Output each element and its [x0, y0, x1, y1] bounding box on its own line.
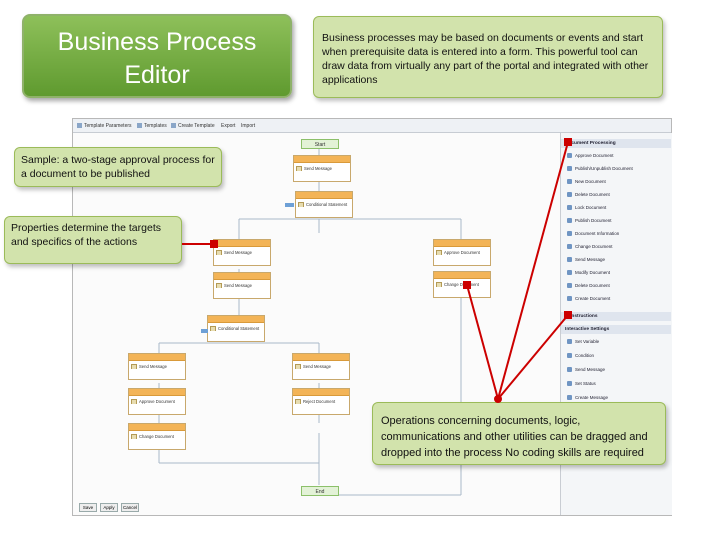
message-icon [216, 283, 222, 288]
document-icon [567, 244, 572, 250]
palette-item[interactable]: Approve Document [567, 151, 614, 160]
condition-icon [567, 353, 572, 359]
palette-item[interactable]: Condition [567, 351, 594, 360]
message-icon [216, 250, 222, 255]
palette-section-interactive[interactable]: Interactive Settings [561, 325, 671, 334]
description-callout: Business processes may be based on docum… [313, 16, 663, 98]
start-node[interactable]: Start [301, 139, 339, 149]
palette-item[interactable]: Modify Document [567, 268, 610, 277]
workflow-node[interactable]: Change Document [433, 271, 491, 298]
palette-item[interactable]: Create Document [567, 294, 610, 303]
message-icon [567, 367, 572, 373]
tab-export[interactable]: Export [221, 123, 236, 129]
condition-icon [298, 202, 304, 207]
workflow-node[interactable]: Send Message [128, 353, 186, 380]
palette-item[interactable]: Delete Document [567, 190, 610, 199]
palette-item[interactable]: Lock Document [567, 203, 606, 212]
palette-item[interactable]: Publish/Unpublish Document [567, 164, 633, 173]
tab-template-parameters[interactable]: Template Parameters [77, 122, 132, 130]
message-icon [131, 364, 137, 369]
palette-item[interactable]: New Document [567, 177, 606, 186]
document-icon [567, 192, 572, 198]
palette-item[interactable]: Publish Document [567, 216, 612, 225]
tab-import[interactable]: Import [241, 123, 256, 129]
reject-icon [295, 399, 301, 404]
workflow-node[interactable]: Approve Document [128, 388, 186, 415]
palette-item[interactable]: Send Message [567, 255, 605, 264]
sample-callout: Sample: a two-stage approval process for… [14, 147, 222, 187]
palette-item[interactable]: Set Status [567, 379, 596, 388]
palette-section-constructions[interactable]: Constructions [561, 312, 671, 321]
apply-button[interactable]: Apply [100, 503, 118, 512]
document-icon [567, 166, 572, 172]
workflow-node[interactable]: Conditional Statement [295, 191, 353, 218]
document-icon [567, 283, 572, 289]
document-icon [567, 270, 572, 276]
end-node[interactable]: End [301, 486, 339, 496]
document-icon [567, 218, 572, 224]
cancel-button[interactable]: Cancel [121, 503, 139, 512]
palette-item[interactable]: Change Document [567, 242, 613, 251]
palette-item[interactable]: Delete Document [567, 281, 610, 290]
status-icon [567, 381, 572, 387]
workflow-node[interactable]: Approve Document [433, 239, 491, 266]
palette-item[interactable]: Set Variable [567, 337, 599, 346]
save-button[interactable]: Save [79, 503, 97, 512]
change-icon [436, 282, 442, 287]
create-icon [171, 123, 176, 129]
message-icon [295, 364, 301, 369]
palette-item[interactable]: Create Message [567, 393, 608, 402]
tab-create-template[interactable]: Create Template [171, 122, 215, 130]
workflow-node[interactable]: Reject Document [292, 388, 350, 415]
palette-section-documents[interactable]: Document Processing [561, 139, 671, 148]
palette-item[interactable]: Send Message [567, 365, 605, 374]
template-icon [77, 123, 82, 129]
workflow-node[interactable]: Send Message [292, 353, 350, 380]
palette-item[interactable]: Document Information [567, 229, 619, 238]
workflow-node[interactable]: Conditional Statement [207, 315, 265, 342]
workflow-node[interactable]: Send Message [213, 272, 271, 299]
editor-toolbar: Template Parameters Templates Create Tem… [73, 119, 671, 133]
document-icon [567, 179, 572, 185]
condition-icon [210, 326, 216, 331]
message-icon [567, 395, 572, 401]
document-icon [567, 205, 572, 211]
document-icon [567, 296, 572, 302]
page-title: Business Process Editor [22, 14, 292, 98]
document-icon [567, 153, 572, 159]
workflow-node[interactable]: Send Message [293, 155, 351, 182]
properties-callout: Properties determine the targets and spe… [4, 216, 182, 264]
operations-callout: Operations concerning documents, logic, … [372, 402, 666, 465]
workflow-node[interactable]: Change Document [128, 423, 186, 450]
message-icon [296, 166, 302, 171]
document-icon [567, 231, 572, 237]
templates-icon [137, 123, 142, 129]
workflow-node[interactable]: Send Message [213, 239, 271, 266]
approve-icon [131, 399, 137, 404]
tab-templates[interactable]: Templates [137, 122, 167, 130]
variable-icon [567, 339, 572, 345]
message-icon [567, 257, 572, 263]
change-icon [131, 434, 137, 439]
message-icon [436, 250, 442, 255]
